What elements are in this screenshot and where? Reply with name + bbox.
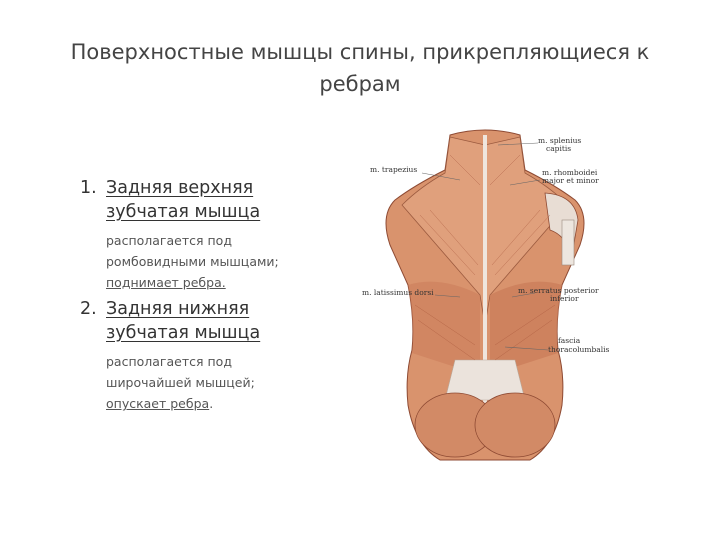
label-splenius-2: capitis: [546, 144, 571, 153]
heading-line-1: Задняя нижняя: [106, 299, 250, 319]
latissimus-right: [490, 281, 562, 375]
label-trapezius: m. trapezius: [370, 165, 417, 174]
gluteus-right: [474, 392, 556, 458]
item-description: располагается под широчайшей мышцей; опу…: [106, 351, 304, 414]
label-serratus-2: inferior: [550, 294, 579, 303]
description-text: располагается под ромбовидными мышцами;: [106, 233, 279, 269]
heading-line-1: Задняя верхняя: [106, 178, 254, 198]
label-splenius-1: m. splenius: [538, 136, 581, 145]
item-number: 1.: [80, 178, 97, 198]
leader-lines: [421, 142, 549, 351]
arm-bone-right: [561, 219, 575, 266]
label-fascia-2: thoracolumbalis: [548, 345, 610, 354]
item-heading: Задняя нижняя зубчатая мышца: [106, 297, 304, 345]
label-serratus-1: m. serratus posterior: [518, 286, 599, 295]
label-latissimus: m. latissimus dorsi: [362, 288, 434, 297]
back-muscles-illustration: m. splenius capitis m. trapezius m. rhom…: [362, 129, 610, 461]
item-number: 2.: [80, 299, 97, 319]
label-rhomboidei-2: major et minor: [542, 176, 599, 185]
heading-line-2: зубчатая мышца: [106, 323, 261, 343]
latissimus-left: [408, 281, 480, 375]
muscle-fibers: [414, 154, 556, 361]
list-item: 1. Задняя верхняя зубчатая мышца распола…: [80, 176, 304, 293]
description-function: опускает ребра: [106, 396, 210, 411]
title-line-2: ребрам: [319, 72, 401, 96]
item-heading: Задняя верхняя зубчатая мышца: [106, 176, 304, 224]
list-item: 2. Задняя нижняя зубчатая мышца располаг…: [80, 297, 304, 414]
muscle-list: 1. Задняя верхняя зубчатая мышца распола…: [80, 176, 304, 414]
description-text: располагается под широчайшей мышцей;: [106, 354, 255, 390]
title-line-1: Поверхностные мышцы спины, прикрепляющие…: [70, 40, 650, 64]
item-description: располагается под ромбовидными мышцами; …: [106, 230, 304, 293]
description-end: .: [209, 396, 214, 411]
label-rhomboidei-1: m. rhomboidei: [542, 168, 598, 177]
heading-line-2: зубчатая мышца: [106, 202, 261, 222]
description-function: поднимает ребра.: [106, 275, 226, 290]
label-fascia-1: fascia: [558, 336, 581, 345]
slide-title: Поверхностные мышцы спины, прикрепляющие…: [30, 36, 690, 100]
